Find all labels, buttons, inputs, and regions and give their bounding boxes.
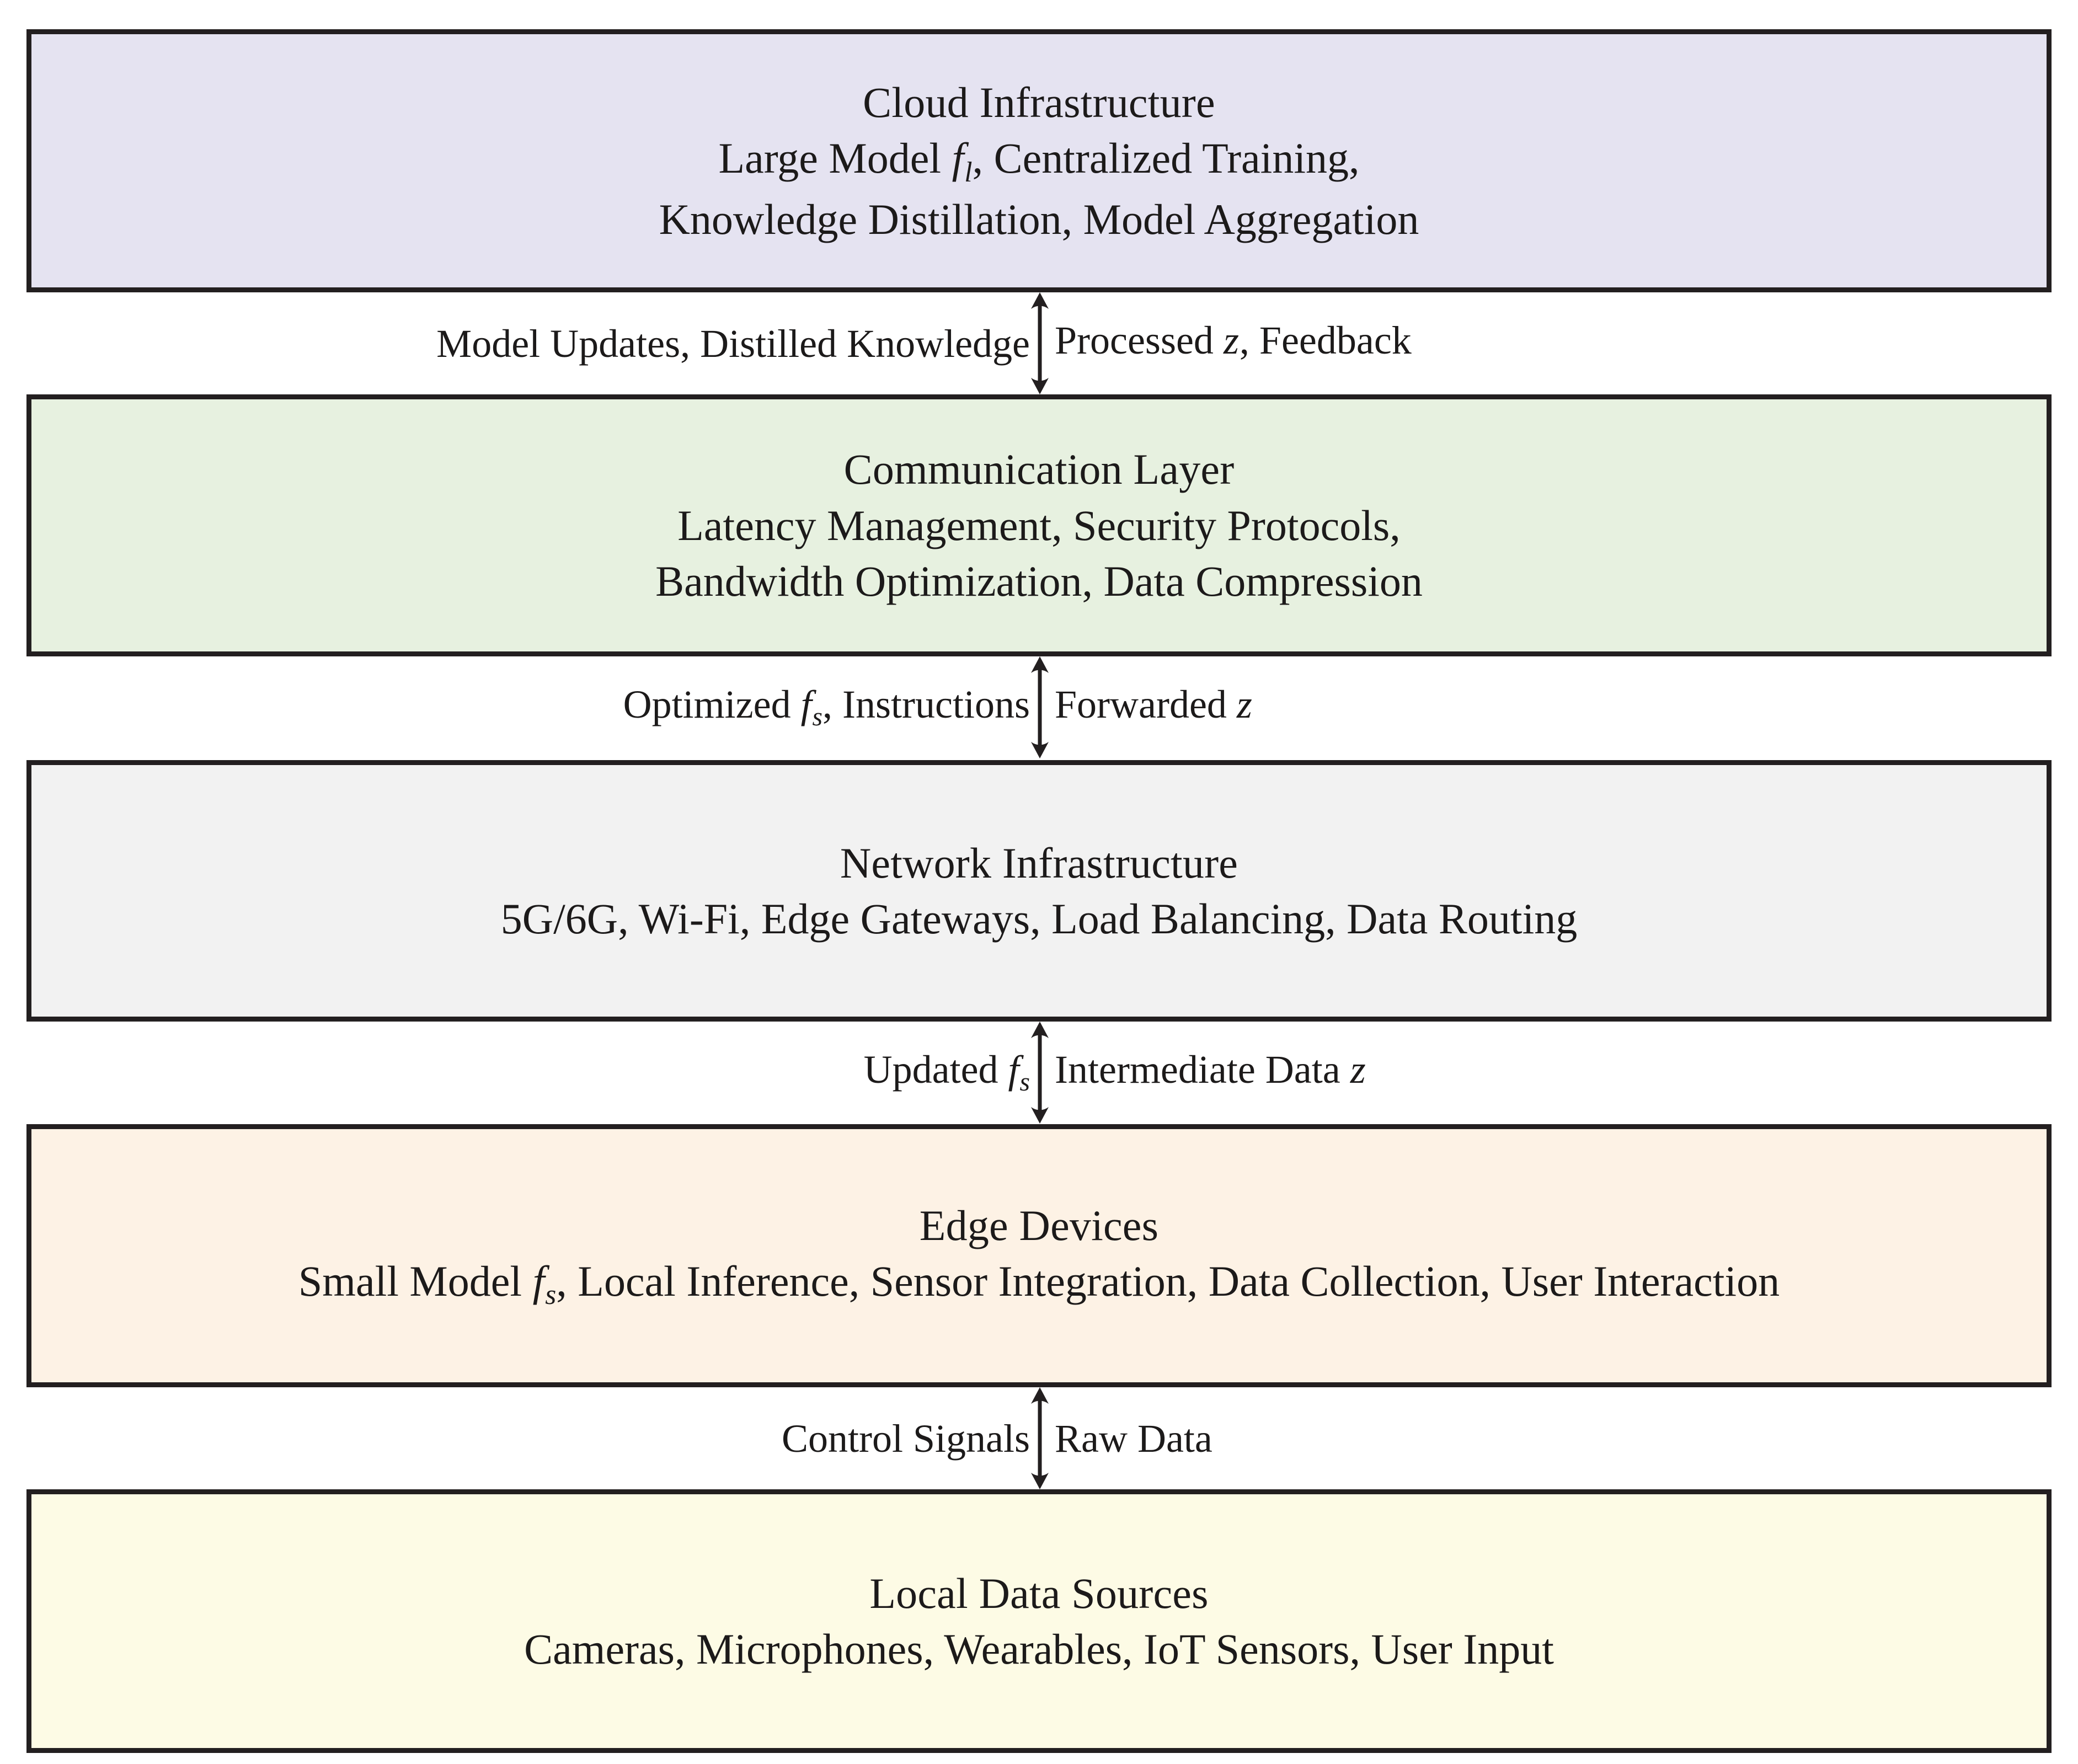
layer-detail-text: Small Model xyxy=(298,1257,533,1306)
connector-label-text: Intermediate Data xyxy=(1055,1047,1350,1092)
math-base: z xyxy=(1223,318,1239,362)
layer-title-cloud-infrastructure: Cloud Infrastructure xyxy=(863,78,1215,126)
double-headed-arrow-icon xyxy=(1031,1387,1049,1489)
layer-detail-line: Bandwidth Optimization, Data Compression xyxy=(655,553,1423,609)
connector-cloud-communication: Model Updates, Distilled Knowledge Proce… xyxy=(0,292,2078,394)
double-headed-arrow-icon xyxy=(1031,656,1049,758)
layer-box-network-infrastructure[interactable]: Network Infrastructure 5G/6G, Wi-Fi, Edg… xyxy=(26,760,2052,1022)
layer-detail-line: Cameras, Microphones, Wearables, IoT Sen… xyxy=(524,1621,1554,1677)
layer-title-local-data-sources: Local Data Sources xyxy=(869,1569,1209,1617)
math-symbol: z xyxy=(1224,318,1240,362)
math-subscript: s xyxy=(812,702,823,731)
connector-label-text: Model Updates, Distilled Knowledge xyxy=(436,321,1030,366)
math-symbol: fl xyxy=(952,134,973,188)
layer-box-edge-devices[interactable]: Edge Devices Small Model fs, Local Infer… xyxy=(26,1124,2052,1387)
math-symbol: fs xyxy=(1008,1047,1030,1095)
connector-label-text: Processed xyxy=(1055,318,1224,362)
math-base: f xyxy=(800,682,812,726)
layer-detail-line: Small Model fs, Local Inference, Sensor … xyxy=(298,1253,1780,1314)
layer-box-local-data-sources[interactable]: Local Data Sources Cameras, Microphones,… xyxy=(26,1489,2052,1753)
math-subscript: s xyxy=(545,1279,557,1311)
layer-detail-line: Latency Management, Security Protocols, xyxy=(677,498,1400,553)
layer-detail-text: Knowledge Distillation, Model Aggregatio… xyxy=(659,195,1419,243)
layer-detail-line: Knowledge Distillation, Model Aggregatio… xyxy=(659,191,1419,247)
math-symbol: z xyxy=(1350,1047,1366,1092)
layer-detail-text: Latency Management, Security Protocols, xyxy=(677,501,1401,549)
layer-detail-text-post: , Centralized Training, xyxy=(972,134,1360,183)
connector-label-downward: Raw Data xyxy=(1055,1419,1212,1458)
math-base: f xyxy=(952,134,964,183)
connector-label-downward: Intermediate Data z xyxy=(1055,1050,1366,1096)
double-headed-arrow-icon xyxy=(1031,1022,1049,1124)
layer-detail-text: Cameras, Microphones, Wearables, IoT Sen… xyxy=(524,1625,1554,1673)
layer-box-cloud-infrastructure[interactable]: Cloud Infrastructure Large Model fl, Cen… xyxy=(26,29,2052,292)
double-headed-arrow-icon xyxy=(1031,292,1049,394)
math-base: z xyxy=(1350,1047,1366,1092)
layer-detail-text-post: , Local Inference, Sensor Integration, D… xyxy=(556,1257,1780,1306)
connector-label-upward: Updated fs xyxy=(864,1050,1030,1096)
math-subscript: s xyxy=(1019,1067,1030,1097)
layer-box-communication-layer[interactable]: Communication Layer Latency Management, … xyxy=(26,394,2052,656)
connector-edge-local: Control Signals Raw Data xyxy=(0,1387,2078,1489)
connector-label-downward: Processed z, Feedback xyxy=(1055,320,1412,367)
connector-label-text: Optimized xyxy=(623,682,801,726)
layer-detail-text: 5G/6G, Wi-Fi, Edge Gateways, Load Balanc… xyxy=(500,895,1578,943)
layer-title-network-infrastructure: Network Infrastructure xyxy=(840,838,1238,887)
connector-label-text-post: , Instructions xyxy=(822,682,1030,726)
connector-network-edge: Updated fs Intermediate Data z xyxy=(0,1022,2078,1124)
layer-title-edge-devices: Edge Devices xyxy=(919,1201,1159,1249)
connector-label-text-post: , Feedback xyxy=(1239,318,1412,362)
math-base: f xyxy=(532,1257,545,1306)
layer-detail-text: Large Model xyxy=(718,134,952,183)
layer-detail-line: 5G/6G, Wi-Fi, Edge Gateways, Load Balanc… xyxy=(501,891,1578,947)
math-base: f xyxy=(1008,1047,1019,1092)
math-symbol: fs xyxy=(532,1257,557,1311)
math-subscript: l xyxy=(964,156,973,188)
connector-label-upward: Model Updates, Distilled Knowledge xyxy=(436,324,1030,364)
math-symbol: z xyxy=(1237,682,1253,726)
math-base: z xyxy=(1236,682,1252,726)
layer-detail-text: Bandwidth Optimization, Data Compression xyxy=(655,557,1423,606)
connector-label-upward: Control Signals xyxy=(782,1419,1030,1458)
connector-label-text: Raw Data xyxy=(1055,1416,1212,1461)
connector-label-text: Forwarded xyxy=(1055,682,1237,726)
connector-label-text: Control Signals xyxy=(781,1416,1030,1461)
connector-communication-network: Optimized fs, Instructions Forwarded z xyxy=(0,656,2078,758)
math-symbol: fs xyxy=(800,682,822,730)
connector-label-upward: Optimized fs, Instructions xyxy=(623,685,1030,731)
layer-detail-line: Large Model fl, Centralized Training, xyxy=(718,130,1359,191)
connector-label-text: Updated xyxy=(863,1047,1008,1092)
layer-title-communication-layer: Communication Layer xyxy=(843,445,1235,494)
connector-label-downward: Forwarded z xyxy=(1055,685,1253,731)
